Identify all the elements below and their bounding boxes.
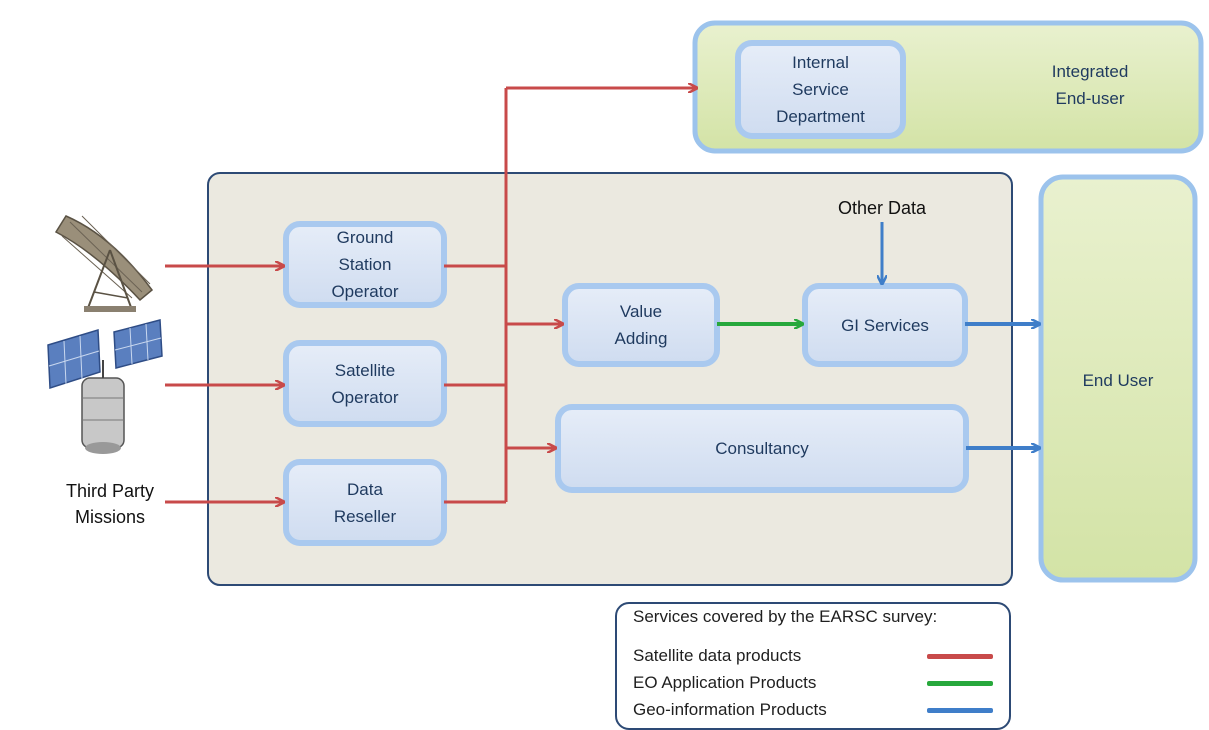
legend-title: Services covered by the EARSC survey:: [633, 607, 938, 626]
legend: [615, 602, 1011, 730]
legend-item-label: Geo-information Products: [633, 700, 827, 719]
internal-service-label: Internal Service Department: [776, 53, 865, 126]
ground-station-operator-label: Ground Station Operator: [331, 228, 399, 301]
integrated-end-user-label: Integrated End-user: [1051, 62, 1129, 108]
consultancy-label: Consultancy: [715, 439, 809, 458]
legend-item-satellite-data: Satellite data products: [633, 643, 993, 669]
satellite-operator-label: Satellite Operator: [331, 360, 399, 407]
gi-services-label: GI Services: [841, 315, 929, 335]
end-user-box: [1038, 174, 1198, 583]
legend-item-eo-application: EO Application Products: [633, 670, 993, 696]
satellite-dish-icon: [54, 215, 154, 312]
legend-swatch-red: [927, 653, 993, 659]
end-user-label: End User: [1082, 370, 1154, 390]
satellite-icon: [47, 319, 163, 454]
value-adding-label: Value Adding: [614, 302, 668, 348]
other-data-label: Other Data: [837, 198, 927, 218]
legend-item-label: Satellite data products: [633, 646, 802, 665]
legend-item-geo-information: Geo-information Products: [633, 697, 993, 723]
third-party-missions-label: Third Party Missions: [65, 481, 155, 527]
legend-swatch-green: [927, 680, 993, 686]
internal-service-box: [735, 40, 906, 139]
legend-swatch-blue: [927, 707, 993, 713]
red-bus: [444, 88, 508, 504]
data-reseller-label: Data Reseller: [333, 479, 397, 526]
legend-item-label: EO Application Products: [633, 673, 817, 692]
